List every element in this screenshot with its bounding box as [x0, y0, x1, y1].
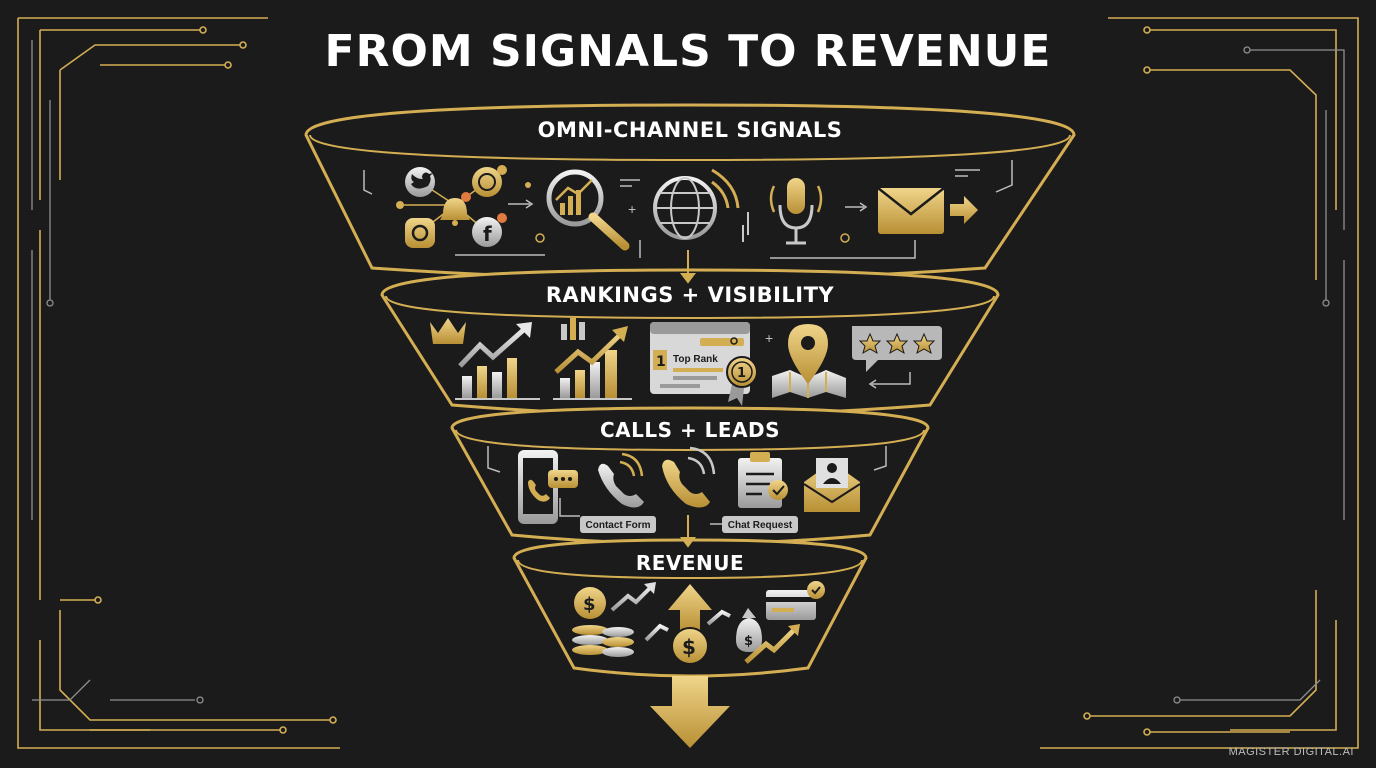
circuit-decoration-right-silver: [1173, 46, 1345, 704]
stage-label-rankings-visibility: RANKINGS + VISIBILITY: [545, 283, 835, 307]
output-arrow-icon: [650, 676, 730, 748]
svg-text:f: f: [483, 222, 492, 246]
search-card-text: Top Rank: [673, 354, 718, 365]
svg-text:+: +: [765, 330, 773, 346]
phone-ringing-icon: [662, 446, 716, 508]
circuit-decoration-left-silver: [31, 40, 204, 704]
crown-icon: [430, 318, 466, 344]
svg-text:+: +: [628, 201, 636, 217]
circuit-decoration-right: [1040, 17, 1359, 749]
circuit-decoration-left: [17, 17, 340, 749]
instagram-icon: [405, 218, 435, 248]
watermark: MAGISTER DIGITAL.AI: [1228, 746, 1354, 758]
growth-chart-icon: [455, 322, 540, 400]
credit-card-icon: [766, 581, 825, 620]
svg-text:$: $: [583, 594, 596, 615]
social-network-cluster: f: [396, 165, 507, 248]
award-badge-icon: 1: [726, 356, 758, 406]
email-icon: [877, 187, 978, 234]
microphone-icon: [769, 178, 823, 245]
money-bag-icon: $: [736, 608, 800, 664]
stage-label-calls-leads: CALLS + LEADS: [599, 418, 781, 442]
bell-icon: [440, 198, 470, 220]
globe-icon: [653, 168, 740, 240]
chat-request-label: Chat Request: [728, 520, 793, 531]
svg-text:$: $: [744, 634, 753, 649]
flow-arrows: [680, 250, 696, 548]
search-results-icon: 1 Top Rank: [650, 322, 750, 394]
contact-envelope-icon: [803, 458, 861, 512]
bar-chart-icon: [553, 318, 632, 400]
stage-label-revenue: REVENUE: [635, 551, 745, 575]
page-title: FROM SIGNALS TO REVENUE: [324, 26, 1052, 77]
map-pin-icon: [772, 324, 846, 398]
svg-text:$: $: [682, 635, 696, 659]
facebook-icon: [472, 217, 502, 247]
chat-request-pill: Chat Request: [710, 516, 798, 533]
contact-form-pill: Contact Form: [559, 498, 656, 533]
clipboard-icon: [738, 452, 788, 508]
phone-call-icon: [598, 452, 644, 508]
star-rating-icon: [852, 326, 942, 372]
whatsapp-icon: [472, 167, 502, 197]
search-card-rank: 1: [656, 354, 666, 370]
upward-dollar-arrow-icon: $: [644, 584, 731, 665]
contact-form-label: Contact Form: [586, 520, 651, 531]
analytics-magnifier-icon: [546, 169, 630, 251]
smartphone-icon: [518, 450, 578, 524]
coins-icon: $: [572, 582, 656, 657]
stage-label-omni-channel-signals: OMNI-CHANNEL SIGNALS: [537, 118, 843, 142]
badge-number: 1: [737, 366, 746, 381]
